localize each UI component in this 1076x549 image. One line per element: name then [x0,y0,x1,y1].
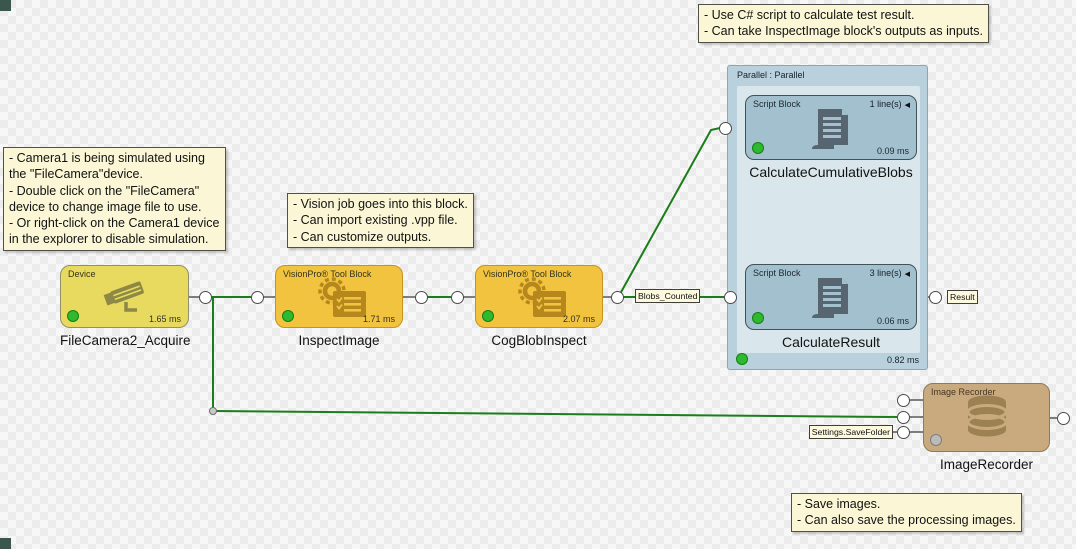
port-recorder-input-1[interactable] [896,393,910,407]
block-calculatecumulativeblobs[interactable]: Script Block 1 line(s)◀ 0.09 ms [745,95,917,160]
script-scroll-icon [812,109,848,149]
port-cogblob-input[interactable] [450,290,464,304]
block-time: 1.65 ms [148,314,181,324]
status-dot [67,310,79,322]
block-type-label: VisionPro® Tool Block [283,269,372,279]
block-name-label: CogBlobInspect [491,333,587,348]
note-vision-job[interactable]: - Vision job goes into this block. - Can… [287,193,474,248]
wire-label-settings-savefolder[interactable]: Settings.SaveFolder [808,425,893,439]
block-type-label: Script Block [753,268,801,278]
port-recorder-input-3[interactable] [896,425,910,439]
port-calcblobs-input[interactable] [718,121,732,135]
block-type-label: VisionPro® Tool Block [483,269,572,279]
port-inspectimage-output[interactable] [414,290,428,304]
port-filecamera-output[interactable] [198,290,212,304]
status-dot [930,434,942,446]
database-icon [966,395,1008,437]
block-time: 1.71 ms [362,314,395,324]
visionpro-toolblock-icon [518,277,566,317]
block-name-label: CalculateResult [781,334,881,350]
camera-icon [103,281,144,312]
collapse-left-icon[interactable]: ◀ [904,102,910,109]
canvas-corner-marker [0,538,11,549]
block-type-label: Script Block [753,99,801,109]
parallel-container-header: Parallel : Parallel [737,70,805,80]
script-scroll-icon [812,278,848,318]
line-count-label: 1 line(s)◀ [869,99,910,109]
collapse-left-icon[interactable]: ◀ [904,271,910,278]
port-cogblob-output[interactable] [610,290,624,304]
port-recorder-output[interactable] [1056,411,1070,425]
status-dot [282,310,294,322]
wire-label-result[interactable]: Result [947,290,978,304]
block-cogblobinspect[interactable]: VisionPro® Tool Block 2.07 ms [475,265,603,328]
status-dot [482,310,494,322]
canvas-corner-marker [0,0,11,11]
wire-label-blobs-counted[interactable]: Blobs_Counted [635,289,701,303]
block-name-label: FileCamera2_Acquire [60,333,191,348]
status-dot [752,142,764,154]
block-type-label: Device [68,269,96,279]
parallel-status-dot [736,353,748,365]
block-time: 0.06 ms [876,316,909,326]
note-camera-simulation[interactable]: - Camera1 is being simulated using the "… [3,147,226,251]
note-script-usage[interactable]: - Use C# script to calculate test result… [698,4,989,43]
block-name-label: CalculateCumulativeBlobs [749,164,913,180]
block-imagerecorder[interactable]: Image Recorder [923,383,1050,452]
block-filecamera2-acquire[interactable]: Device 1.65 ms [60,265,189,328]
block-name-label: ImageRecorder [939,457,1034,472]
port-recorder-input-2[interactable] [896,410,910,424]
block-time: 0.09 ms [876,146,909,156]
block-time: 2.07 ms [562,314,595,324]
port-inspectimage-input[interactable] [250,290,264,304]
status-dot [752,312,764,324]
port-calcresult-output[interactable] [928,290,942,304]
line-count-label: 3 line(s)◀ [869,268,910,278]
note-save-images[interactable]: - Save images. - Can also save the proce… [791,493,1022,532]
visionpro-toolblock-icon [318,277,366,317]
block-inspectimage[interactable]: VisionPro® Tool Block 1.71 ms [275,265,403,328]
parallel-time: 0.82 ms [886,355,919,365]
port-calcresult-input[interactable] [723,290,737,304]
block-calculateresult[interactable]: Script Block 3 line(s)◀ 0.06 ms [745,264,917,330]
block-name-label: InspectImage [298,333,380,348]
block-type-label: Image Recorder [931,387,996,397]
wire-junction-dot[interactable] [209,407,217,415]
